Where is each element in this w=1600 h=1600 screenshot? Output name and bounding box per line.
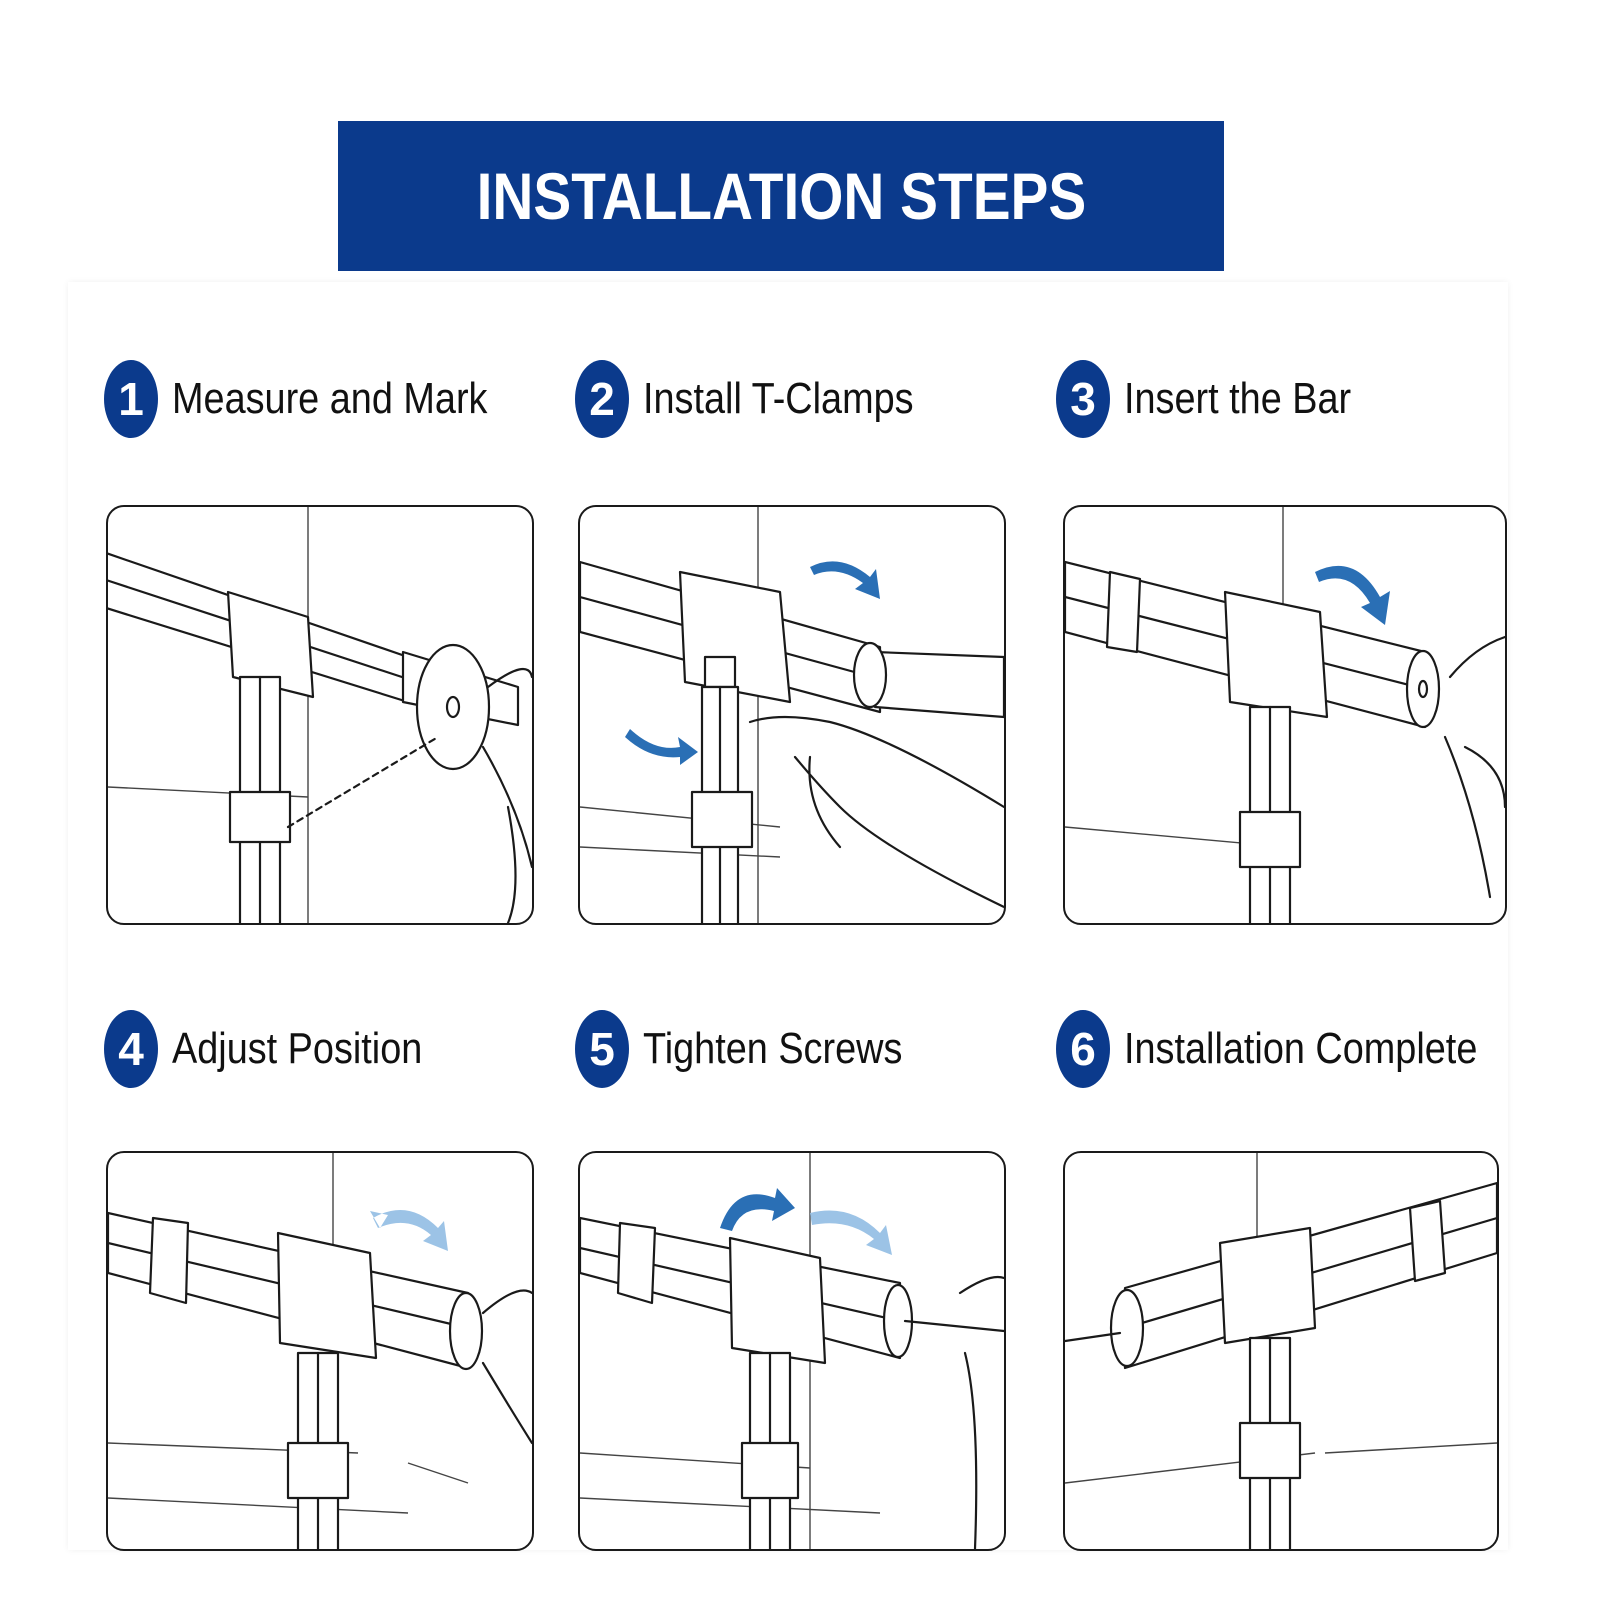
step-2-illustration — [578, 505, 1006, 925]
rotate-arrow-icon — [810, 561, 880, 599]
step-5-number-badge: 5 — [575, 1010, 629, 1088]
step-2-title: Install T-Clamps — [643, 374, 914, 423]
push-arrow-icon — [625, 729, 698, 765]
step-1-illustration — [106, 505, 534, 925]
step-1-title: Measure and Mark — [172, 374, 488, 423]
step-2-header: 2 Install T-Clamps — [575, 360, 958, 438]
step-3-number-badge: 3 — [1056, 360, 1110, 438]
adjust-arrow-icon — [370, 1210, 448, 1251]
step-5-header: 5 Tighten Screws — [575, 1010, 945, 1088]
step-6-number-badge: 6 — [1056, 1010, 1110, 1088]
step-3-title: Insert the Bar — [1124, 374, 1352, 423]
title-banner: INSTALLATION STEPS — [338, 121, 1224, 271]
step-6-title: Installation Complete — [1124, 1024, 1478, 1073]
step-6-illustration — [1063, 1151, 1499, 1551]
step-4-header: 4 Adjust Position — [104, 1010, 463, 1088]
step-3-illustration — [1063, 505, 1507, 925]
step-1-number-badge: 1 — [104, 360, 158, 438]
step-5-illustration — [578, 1151, 1006, 1551]
step-5-title: Tighten Screws — [643, 1024, 903, 1073]
step-1-header: 1 Measure and Mark — [104, 360, 539, 438]
step-2-number-badge: 2 — [575, 360, 629, 438]
step-3-header: 3 Insert the Bar — [1056, 360, 1388, 438]
step-6-header: 6 Installation Complete — [1056, 1010, 1535, 1088]
insert-arrow-icon — [1315, 565, 1390, 625]
step-4-illustration — [106, 1151, 534, 1551]
step-4-number-badge: 4 — [104, 1010, 158, 1088]
step-4-title: Adjust Position — [172, 1024, 423, 1073]
page-title: INSTALLATION STEPS — [476, 159, 1086, 233]
tighten-arrow-icon — [720, 1188, 795, 1231]
direction-arrow-icon — [810, 1210, 892, 1255]
